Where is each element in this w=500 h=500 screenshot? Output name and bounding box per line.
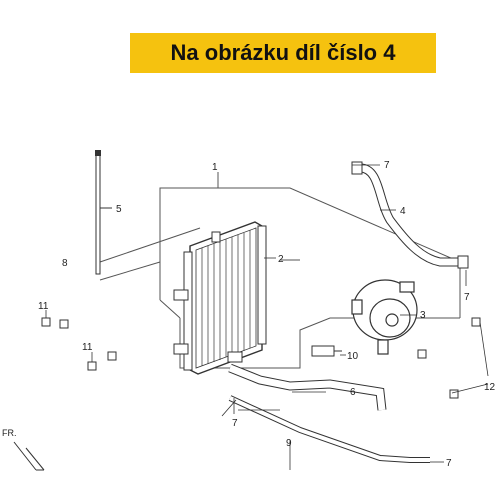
radiator xyxy=(173,221,267,375)
vertical-rod xyxy=(95,150,112,275)
callout-1: 1 xyxy=(212,162,218,173)
callout-7-bottom: 7 xyxy=(446,458,452,469)
callout-3: 3 xyxy=(420,310,426,321)
upper-hose xyxy=(351,161,469,269)
callout-11-upper: 11 xyxy=(38,301,49,312)
callout-10: 10 xyxy=(347,351,359,362)
callout-9: 9 xyxy=(286,438,292,449)
callout-4: 4 xyxy=(400,206,406,217)
callout-11-lower: 11 xyxy=(82,342,93,353)
thermo-switch xyxy=(311,345,342,357)
part-number-banner: Na obrázku díl číslo 4 xyxy=(130,33,436,73)
front-direction-label: FR. xyxy=(2,428,17,438)
callout-5: 5 xyxy=(116,204,122,215)
callout-2: 2 xyxy=(278,254,284,265)
callout-12: 12 xyxy=(484,382,496,393)
callout-7-top: 7 xyxy=(384,160,390,171)
callout-7-left: 7 xyxy=(232,418,238,429)
leader-lines xyxy=(45,164,489,470)
callout-7-right: 7 xyxy=(464,292,470,303)
cooling-fan xyxy=(351,279,418,355)
lower-hose xyxy=(228,363,387,411)
callout-8: 8 xyxy=(62,258,68,269)
assembly-frame xyxy=(99,172,461,369)
front-direction-arrow-icon xyxy=(13,441,45,471)
callout-6: 6 xyxy=(350,387,356,398)
overflow-tube xyxy=(228,395,430,463)
